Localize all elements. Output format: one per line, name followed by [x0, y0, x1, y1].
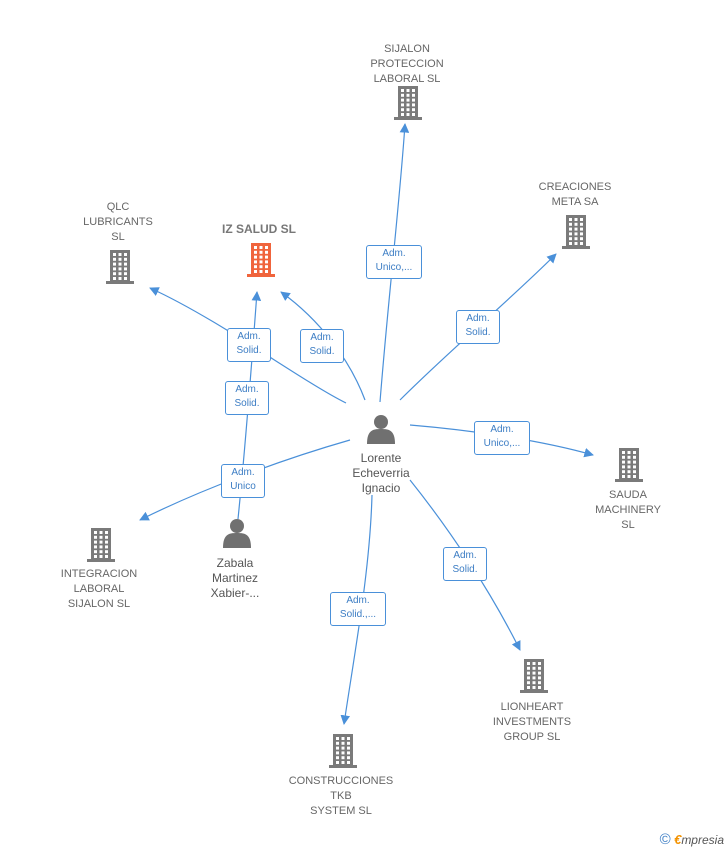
edge-label-integracion-laboral[interactable]: Adm. Unico	[221, 464, 265, 498]
integracion-laboral-building-icon[interactable]	[87, 528, 115, 562]
iz-salud-building-icon[interactable]	[247, 243, 275, 277]
company-label-lionheart-investments[interactable]: LIONHEART INVESTMENTS GROUP SL	[492, 701, 572, 743]
edge-label-creaciones-meta[interactable]: Adm. Solid.	[456, 310, 500, 344]
edge-label-sijalon-proteccion[interactable]: Adm. Unico,...	[366, 245, 422, 279]
construcciones-tkb-building-icon[interactable]	[329, 734, 357, 768]
edge-label-iz-salud[interactable]: Adm. Solid.	[300, 329, 344, 363]
sauda-machinery-building-icon[interactable]	[615, 448, 643, 482]
company-label-construcciones-tkb[interactable]: CONSTRUCCIONES TKB SYSTEM SL	[288, 775, 394, 817]
edge-label-lionheart-investments[interactable]: Adm. Solid.	[443, 547, 487, 581]
company-label-qlc-lubricants[interactable]: QLC LUBRICANTS SL	[83, 201, 153, 243]
qlc-lubricants-building-icon[interactable]	[106, 250, 134, 284]
company-label-sijalon-proteccion[interactable]: SIJALON PROTECCION LABORAL SL	[370, 43, 444, 85]
edge-label-construcciones-tkb[interactable]: Adm. Solid.,...	[330, 592, 386, 626]
company-label-creaciones-meta[interactable]: CREACIONES META SA	[538, 181, 612, 208]
company-label-integracion-laboral[interactable]: INTEGRACION LABORAL SIJALON SL	[60, 568, 138, 610]
edge-label-iz-salud[interactable]: Adm. Solid.	[225, 381, 269, 415]
brand-logo-initial: €	[674, 832, 682, 847]
edge-label-qlc-lubricants[interactable]: Adm. Solid.	[227, 328, 271, 362]
lorente-person-icon[interactable]	[367, 415, 395, 444]
copyright-symbol: ©	[659, 831, 671, 848]
brand-name: mpresia	[681, 833, 724, 847]
person-label-lorente[interactable]: Lorente Echeverria Ignacio	[352, 451, 410, 495]
lionheart-investments-building-icon[interactable]	[520, 659, 548, 693]
person-label-zabala[interactable]: Zabala Martinez Xabier-...	[210, 556, 260, 600]
zabala-person-icon[interactable]	[223, 519, 251, 548]
company-label-sauda-machinery[interactable]: SAUDA MACHINERY SL	[595, 489, 661, 531]
sijalon-proteccion-building-icon[interactable]	[394, 86, 422, 120]
creaciones-meta-building-icon[interactable]	[562, 215, 590, 249]
edge-label-sauda-machinery[interactable]: Adm. Unico,...	[474, 421, 530, 455]
company-label-iz-salud[interactable]: IZ SALUD SL	[222, 222, 296, 236]
footer-brand[interactable]: © €mpresia	[660, 831, 724, 848]
